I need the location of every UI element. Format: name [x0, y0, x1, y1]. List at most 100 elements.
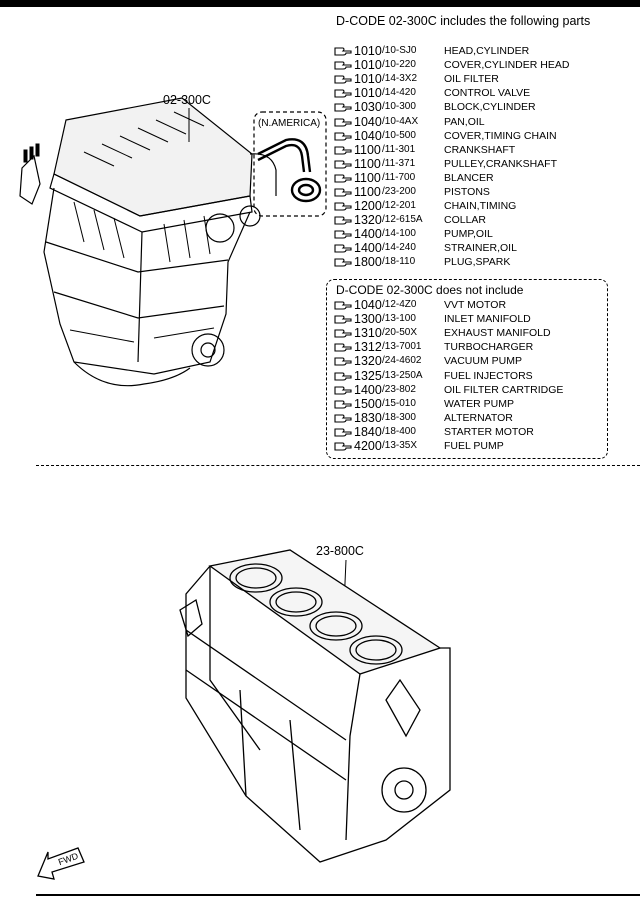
- part-subcode: /12-615A: [382, 214, 423, 226]
- part-code: 1310: [354, 326, 382, 341]
- part-code: 1100: [354, 142, 381, 157]
- part-description: OIL FILTER: [444, 73, 499, 86]
- part-subcode: /12-4Z0: [382, 299, 417, 311]
- pointing-hand-icon: [334, 427, 354, 437]
- part-code: 1312: [354, 340, 382, 355]
- engine-leader-line: [188, 108, 190, 142]
- part-subcode: /14-240: [382, 242, 416, 254]
- region-part-callout: [253, 111, 327, 217]
- part-subcode: /10-4AX: [382, 115, 419, 127]
- pointing-hand-icon: [334, 371, 354, 381]
- part-description: CRANKSHAFT: [444, 143, 516, 156]
- part-description: OIL FILTER CARTRIDGE: [444, 383, 564, 396]
- part-code: 1320: [354, 354, 382, 369]
- part-description: PUMP,OIL: [444, 228, 493, 241]
- part-description: COVER,CYLINDER HEAD: [444, 59, 570, 72]
- pointing-hand-icon: [334, 131, 354, 141]
- part-subcode: /12-201: [382, 200, 416, 212]
- pointing-hand-icon: [334, 74, 354, 84]
- part-description: CHAIN,TIMING: [444, 200, 517, 213]
- part-subcode: /13-7001: [382, 341, 422, 353]
- part-row: 1100/11-301 CRANKSHAFT: [334, 143, 569, 157]
- part-subcode: /13-100: [382, 313, 416, 325]
- part-code: 1200: [354, 199, 382, 214]
- part-description: PAN,OIL: [444, 115, 485, 128]
- part-description: BLOCK,CYLINDER: [444, 101, 536, 114]
- pointing-hand-icon: [334, 342, 354, 352]
- section-divider: [36, 465, 640, 466]
- part-subcode: /13-250A: [382, 369, 423, 381]
- pointing-hand-icon: [334, 229, 354, 239]
- part-description: PULLEY,CRANKSHAFT: [444, 157, 558, 170]
- part-description: STRAINER,OIL: [444, 242, 517, 255]
- part-subcode: /24-4602: [382, 355, 422, 367]
- pointing-hand-icon: [334, 441, 354, 451]
- pointing-hand-icon: [334, 328, 354, 338]
- pointing-hand-icon: [334, 243, 354, 253]
- part-code: 1320: [354, 213, 382, 228]
- pointing-hand-icon: [334, 159, 354, 169]
- part-description: INLET MANIFOLD: [444, 313, 531, 326]
- part-subcode: /11-371: [382, 157, 416, 169]
- bottom-rule: [36, 894, 640, 896]
- part-subcode: /14-100: [382, 228, 416, 240]
- part-subcode: /10-500: [382, 129, 416, 141]
- pointing-hand-icon: [334, 399, 354, 409]
- excluded-heading: D-CODE 02-300C does not include: [336, 283, 524, 297]
- part-description: PISTONS: [444, 185, 490, 198]
- part-subcode: /11-301: [382, 143, 416, 155]
- pointing-hand-icon: [334, 356, 354, 366]
- part-description: COLLAR: [444, 214, 487, 227]
- part-code: 1400: [354, 227, 382, 242]
- part-code: 1040: [354, 128, 382, 143]
- part-row: 1320/12-615A COLLAR: [334, 213, 569, 227]
- part-code: 1300: [354, 312, 382, 327]
- top-rule: [0, 0, 640, 7]
- part-code: 1040: [354, 298, 382, 313]
- part-code: 1100: [354, 170, 381, 185]
- part-code: 1040: [354, 114, 382, 129]
- part-subcode: /15-010: [382, 397, 416, 409]
- block-part-label: 23-800C: [316, 544, 364, 558]
- pointing-hand-icon: [334, 385, 354, 395]
- engine-assembly-illustration: [19, 97, 277, 387]
- pointing-hand-icon: [334, 215, 354, 225]
- part-description: WATER PUMP: [444, 397, 514, 410]
- part-subcode: /23-802: [382, 383, 416, 395]
- pointing-hand-icon: [334, 60, 354, 70]
- part-subcode: /18-300: [382, 411, 416, 423]
- part-row: 1312/13-7001 TURBOCHARGER: [334, 340, 563, 354]
- part-subcode: /18-110: [382, 256, 416, 268]
- part-row: 1300/13-100 INLET MANIFOLD: [334, 312, 563, 326]
- part-code: 1010: [354, 44, 382, 59]
- region-label: (N.AMERICA): [258, 118, 321, 129]
- pointing-hand-icon: [334, 173, 354, 183]
- part-description: TURBOCHARGER: [444, 341, 534, 354]
- part-subcode: /23-200: [382, 185, 416, 197]
- pointing-hand-icon: [334, 46, 354, 56]
- pointing-hand-icon: [334, 257, 354, 268]
- part-description: HEAD,CYLINDER: [444, 45, 530, 58]
- part-subcode: /10-SJ0: [382, 45, 417, 57]
- pointing-hand-icon: [334, 117, 354, 127]
- part-row: 1040/10-4AX PAN,OIL: [334, 114, 569, 129]
- pointing-hand-icon: [334, 413, 354, 423]
- part-code: 1800: [354, 255, 382, 270]
- part-row: 1200/12-201 CHAIN,TIMING: [334, 199, 569, 213]
- excluded-box: [326, 279, 608, 459]
- pointing-hand-icon: [334, 88, 354, 98]
